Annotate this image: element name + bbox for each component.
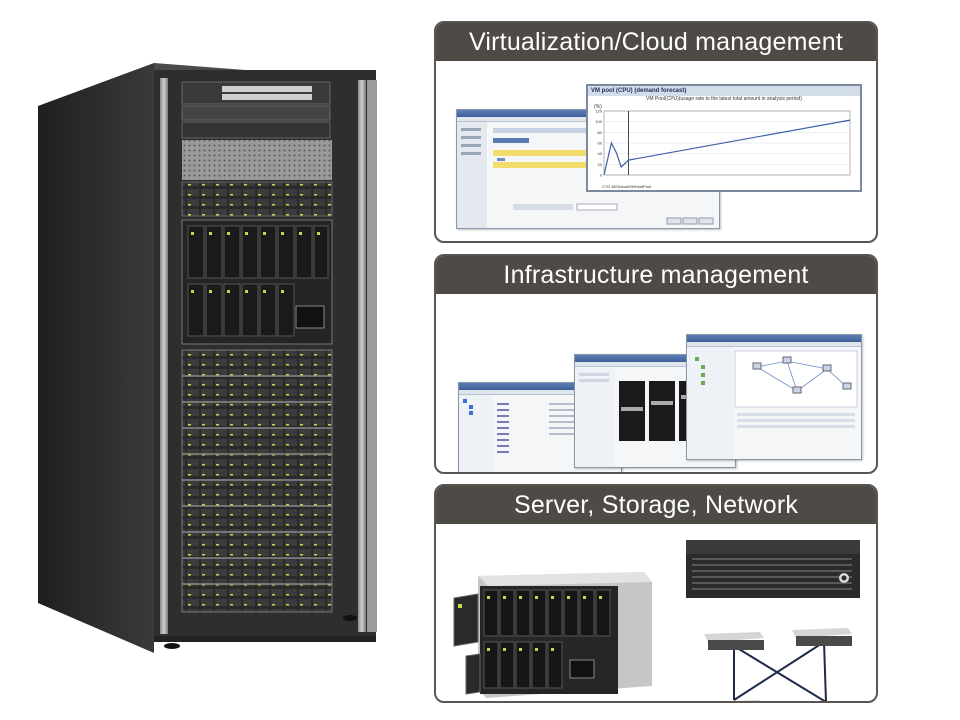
hardware-panel: Server, Storage, Network xyxy=(434,484,878,703)
series-line xyxy=(603,119,851,176)
infrastructure-screenshot-topology xyxy=(686,334,862,460)
chart-title: VM pool (CPU) (demand forecast) xyxy=(588,86,860,96)
infrastructure-panel: Infrastructure management xyxy=(434,254,878,474)
hardware-panel-title: Server, Storage, Network xyxy=(436,486,876,524)
network-switches-image xyxy=(700,620,860,701)
plot-frame xyxy=(603,110,851,176)
y-tick-label: 20 xyxy=(598,162,603,167)
blade-server-image xyxy=(448,568,654,701)
infrastructure-panel-title: Infrastructure management xyxy=(436,256,876,294)
virtualization-panel-title: Virtualization/Cloud management xyxy=(436,23,876,61)
y-tick-label: 80 xyxy=(598,130,603,135)
chart-legend: CTO-M/Global/VMHostPool xyxy=(602,184,652,189)
y-tick-label: 0 xyxy=(600,173,603,178)
chart-subtitle: VM Pool(CPU)(usage rate to the latest to… xyxy=(646,96,802,102)
y-tick-label: 120 xyxy=(595,109,602,114)
server-rack-image xyxy=(32,58,382,658)
virtualization-panel: Virtualization/Cloud management VM pool … xyxy=(434,21,878,243)
y-unit-label: (%) xyxy=(594,104,602,110)
y-tick-label: 40 xyxy=(598,151,603,156)
demand-forecast-chart: VM pool (CPU) (demand forecast) VM Pool(… xyxy=(586,84,862,192)
storage-array-image xyxy=(684,538,862,600)
chart-plot: (%) 120 100 80 60 40 20 0 xyxy=(594,104,851,178)
y-tick-label: 100 xyxy=(595,119,602,124)
y-tick-label: 60 xyxy=(598,141,603,146)
